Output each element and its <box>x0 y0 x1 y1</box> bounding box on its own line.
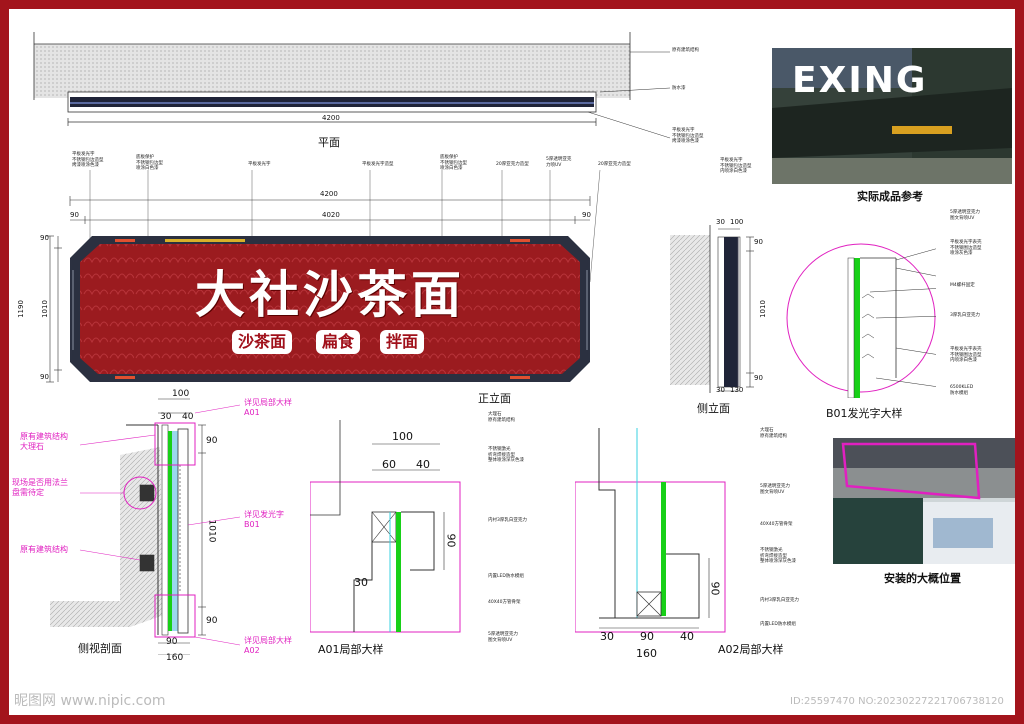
b01-note: 平板发光字表壳 不锈钢围边造型 内喷涂白色漆 <box>950 347 982 363</box>
b01-note: 平板发光字表壳 不锈钢围边造型 喷涂灰色漆 <box>950 240 982 256</box>
section-dim: 30 <box>160 412 172 422</box>
sign-tag: 拌面 <box>380 330 425 354</box>
front-note: 底板保护 不锈钢包边型 喷涂白色漆 <box>440 155 467 171</box>
side-drawing <box>670 225 754 393</box>
install-photo-caption: 安装的大概位置 <box>884 572 961 585</box>
product-photo <box>772 48 1012 184</box>
a02-note: 不锈钢激光 折弯焊接造型 整体喷涂深灰色漆 <box>760 548 796 564</box>
a01-note: 不锈钢激光 折弯焊接造型 整体喷涂深灰色漆 <box>488 447 524 463</box>
section-dim: 40 <box>182 412 194 422</box>
a02-note: 内衬3厚乳白亚克力 <box>760 598 799 603</box>
plan-width-dim: 4200 <box>322 114 340 122</box>
section-left-note: 现场是否用法兰 盘需待定 <box>12 478 68 497</box>
section-right-note: 详见发光字 B01 <box>244 510 284 529</box>
section-left-note: 原有建筑结构 <box>20 545 68 554</box>
section-dim: 1010 <box>206 519 217 543</box>
side-dim: 90 <box>754 374 763 382</box>
front-total-dim: 4200 <box>320 190 338 198</box>
front-top-dim: 90 <box>40 234 49 242</box>
a01-dim: 60 <box>382 458 396 471</box>
front-left-dim: 90 <box>70 211 79 219</box>
section-dim: 90 <box>206 436 218 446</box>
a02-caption: A02局部大样 <box>718 643 784 656</box>
a01-dim: 30 <box>354 576 368 589</box>
side-dim: 100 <box>730 218 744 226</box>
plan-drawing <box>33 32 671 139</box>
a01-note: 40X40方管骨架 <box>488 600 521 605</box>
front-height-dim: 1190 <box>16 300 25 318</box>
a02-dim: 160 <box>636 647 657 660</box>
product-photo-caption: 实际成品参考 <box>857 190 923 203</box>
section-dim: 100 <box>172 389 190 399</box>
a02-note: 内置LED防水模组 <box>760 622 796 627</box>
section-drawing <box>50 398 240 655</box>
section-left-note: 原有建筑结构 大理石 <box>20 432 68 451</box>
section-right-note: 详见局部大样 A02 <box>244 636 292 655</box>
b01-caption: B01发光字大样 <box>826 407 903 420</box>
front-inner-dim: 4020 <box>322 211 340 219</box>
side-dim: 30 <box>716 386 725 394</box>
a02-note: 大理石 原有建筑结构 <box>760 428 787 439</box>
a01-note: 内衬3厚乳白亚克力 <box>488 518 527 523</box>
b01-note: 6500KLED 防水模组 <box>950 385 974 396</box>
front-caption: 正立面 <box>478 392 511 405</box>
b01-note: 5厚透明亚克力 图文背喷UV <box>950 210 980 221</box>
a01-note: 5厚透明亚克力 图文背喷UV <box>488 632 518 643</box>
a02-dim: 30 <box>600 630 614 643</box>
a01-dim: 40 <box>416 458 430 471</box>
section-caption: 侧视剖面 <box>78 642 122 655</box>
a01-dim: 90 <box>444 533 458 548</box>
b01-note: M4螺杆固定 <box>950 283 975 288</box>
front-note: 平板发光字 <box>248 162 271 167</box>
sign-tag: 扁食 <box>316 330 361 354</box>
b01-detail <box>786 243 936 398</box>
a01-dim: 100 <box>392 430 413 443</box>
a02-dim: 90 <box>640 630 654 643</box>
a02-note: 5厚透明亚克力 图文背喷UV <box>760 484 790 495</box>
install-photo <box>833 438 1015 564</box>
front-drawing <box>46 170 601 383</box>
a02-dim: 40 <box>680 630 694 643</box>
a02-detail <box>575 428 726 633</box>
section-right-note: 详见局部大样 A01 <box>244 398 292 417</box>
watermark-left: 昵图网 www.nipic.com <box>14 693 166 709</box>
a02-note: 40X40方管骨架 <box>760 522 793 527</box>
a01-caption: A01局部大样 <box>318 643 384 656</box>
sign-title: 大社沙茶面 <box>195 265 465 324</box>
front-middle-dim: 1010 <box>40 300 49 318</box>
side-dim: 1010 <box>758 300 767 318</box>
sign-tag: 沙茶面 <box>232 330 293 354</box>
plan-note: 平板发光字 不锈钢包边造型 内喷涂白色漆 <box>720 158 752 174</box>
a02-dim: 90 <box>708 581 722 596</box>
b01-note: 3厚乳白亚克力 <box>950 313 980 318</box>
plan-note: 平板发光字 不锈钢包边造型 烤漆喷涂色漆 <box>672 128 704 144</box>
side-dim: 30 <box>716 218 725 226</box>
product-photo-logo: EXING <box>792 60 928 101</box>
front-note: 20厚亚克力造型 <box>598 162 631 167</box>
a01-note: 内置LED防水模组 <box>488 574 524 579</box>
front-bottom-dim: 90 <box>40 373 49 381</box>
front-note: 20厚亚克力造型 <box>496 162 529 167</box>
section-dim: 160 <box>166 653 184 663</box>
section-dim: 90 <box>166 637 178 647</box>
watermark-right: ID:25597470 NO:20230227221706738120 <box>790 696 1004 707</box>
plan-caption: 平面 <box>318 136 340 149</box>
front-note: 平板发光字 不锈钢包边造型 烤漆喷涂色漆 <box>72 152 104 168</box>
front-note: 5厚透明亚克 力喷UV <box>546 157 572 168</box>
side-dim: 90 <box>754 238 763 246</box>
a01-detail <box>310 420 461 633</box>
front-note: 平板发光字造型 <box>362 162 394 167</box>
front-note: 底板保护 不锈钢包边型 喷涂白色漆 <box>136 155 163 171</box>
a01-note: 大理石 原有建筑结构 <box>488 412 515 423</box>
plan-note: 原有建筑结构 <box>672 48 699 53</box>
plan-note: 防水漆 <box>672 86 686 91</box>
side-dim: 130 <box>730 386 744 394</box>
section-dim: 90 <box>206 616 218 626</box>
front-right-dim: 90 <box>582 211 591 219</box>
side-caption: 侧立面 <box>697 402 730 415</box>
